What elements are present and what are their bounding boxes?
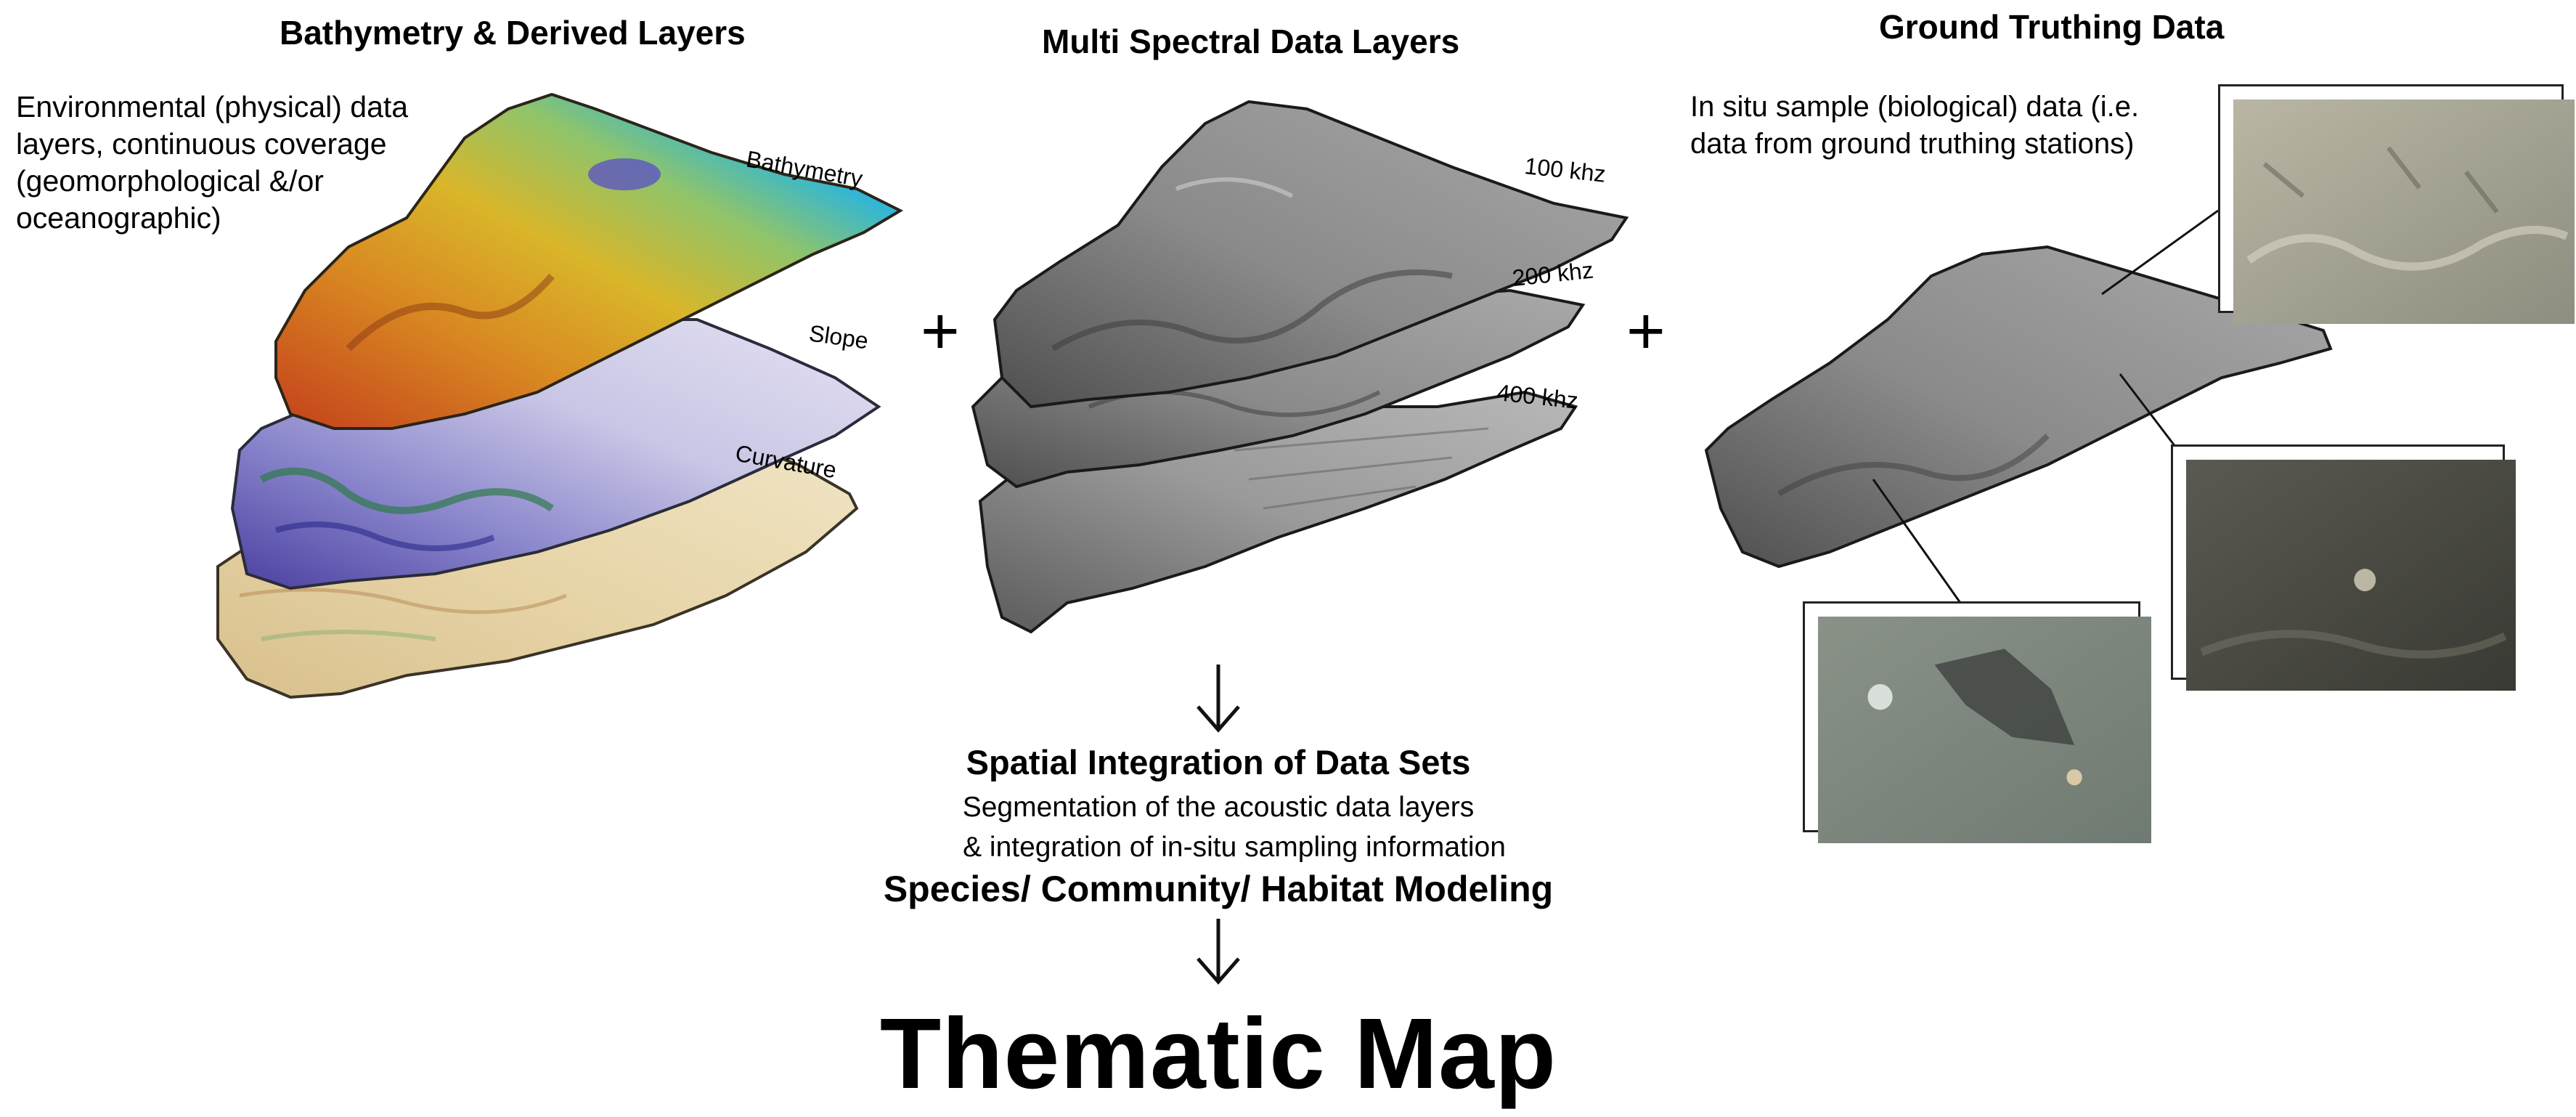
down-arrow-1 [1197, 665, 1240, 733]
thematic-map-title: Thematic Map [879, 998, 1557, 1110]
seafloor-photo-1 [2218, 84, 2575, 324]
integration-line-1: Segmentation of the acoustic data layers [962, 792, 1475, 823]
heading-ground-truthing: Ground Truthing Data [1879, 8, 2225, 46]
seafloor-image-light [2233, 99, 2575, 324]
heading-multispectral: Multi Spectral Data Layers [1042, 23, 1460, 60]
seafloor-photo-3 [1803, 601, 2151, 843]
environmental-description: Environmental (physical) data layers, co… [16, 89, 408, 237]
seafloor-image-dark [2186, 460, 2516, 691]
ground-truth-surface [1704, 245, 2333, 569]
integration-title: Spatial Integration of Data Sets [966, 743, 1471, 781]
heading-bathymetry: Bathymetry & Derived Layers [280, 14, 746, 52]
seafloor-photo-2 [2171, 444, 2516, 691]
in-situ-description-line: data from ground truthing stations) [1690, 128, 2135, 160]
modeling-title: Species/ Community/ Habitat Modeling [883, 869, 1554, 909]
in-situ-description-line: In situ sample (biological) data (i.e. [1690, 91, 2140, 123]
in-situ-description: In situ sample (biological) data (i.e. d… [1690, 89, 2139, 163]
seafloor-image-rock [1818, 617, 2151, 843]
photo-leader-lines [1872, 209, 2219, 604]
layer-100-khz [993, 99, 1629, 409]
environmental-description-line: Environmental (physical) data [16, 90, 409, 123]
environmental-description-line: oceanographic) [16, 201, 221, 235]
plus-operator-2: + [1626, 294, 1666, 368]
environmental-description-line: layers, continuous coverage [16, 127, 387, 161]
plus-operator-1: + [921, 294, 960, 368]
bathymetry-layer [274, 92, 904, 430]
down-arrow-2 [1197, 919, 1240, 985]
integration-line-2: & integration of in-situ sampling inform… [963, 832, 1506, 863]
environmental-description-line: (geomorphological &/or [16, 164, 324, 198]
